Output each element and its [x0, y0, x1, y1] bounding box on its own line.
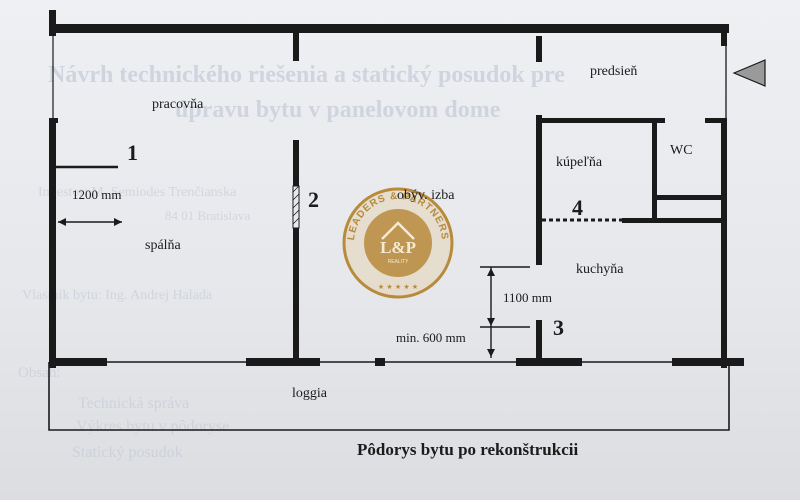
top-right-wall — [721, 24, 727, 46]
dim-1200-arrow-right — [114, 218, 122, 226]
marker-2: 2 — [308, 187, 319, 212]
background-line-2: 84 01 Bratislava — [165, 208, 251, 223]
loggia-outline — [48, 362, 730, 431]
arrowheads — [58, 218, 495, 357]
marker-3: 3 — [553, 315, 564, 340]
room-label-wc: WC — [670, 143, 693, 158]
dim-600-arrow-bottom — [487, 349, 495, 357]
dim-1100-arrow-top — [487, 268, 495, 276]
thin-lines — [48, 36, 744, 431]
logo-subtext: REALITY — [388, 259, 410, 265]
room-label-kuchyna: kuchyňa — [576, 262, 624, 277]
marker-4: 4 — [572, 195, 583, 220]
room-label-pracovna: pracovňa — [152, 97, 204, 112]
hatch-line — [292, 201, 300, 209]
hatch-line — [292, 193, 300, 201]
background-heading-1: Návrh technického riešenia a statický po… — [48, 62, 565, 88]
logo-house-icon — [381, 221, 415, 240]
predsien-wall-top — [536, 36, 542, 62]
wc-left-wall — [652, 118, 657, 222]
dim-1200-arrow-left — [58, 218, 66, 226]
background-line-4: Obsah: — [18, 365, 61, 381]
kitchen-wall-stub — [536, 320, 542, 360]
entrance-arrow-icon — [732, 59, 766, 87]
room-label-predsien: predsieň — [590, 64, 638, 79]
leaders-partners-logo: L&P REALITY ★ ★ ★ ★ ★ LEADERS & PARTNERS — [342, 187, 454, 299]
dimension-min-600: min. 600 mm — [396, 330, 466, 345]
background-line-3: Vlastník bytu: Ing. Andrej Halada — [22, 288, 213, 303]
left-wall-lower — [49, 118, 56, 368]
dimension-1200: 1200 mm — [72, 187, 122, 202]
top-wall — [49, 24, 729, 33]
logo-inner-disc — [364, 209, 432, 277]
room-label-spalna: spálňa — [145, 238, 181, 253]
partition-middle — [293, 140, 299, 358]
wc-top-wall — [705, 118, 725, 123]
logo-mark: L&P — [380, 238, 416, 257]
background-heading-2: úpravu bytu v panelovom dome — [175, 97, 501, 123]
room-label-loggia: loggia — [292, 386, 327, 401]
background-line-7: Statický posudok — [72, 444, 183, 461]
hatch-line — [292, 217, 300, 225]
logo-stars: ★ ★ ★ ★ ★ — [378, 283, 418, 291]
bathroom-bottom-wall — [622, 218, 725, 223]
left-divider-top — [52, 118, 58, 123]
right-wall — [721, 118, 727, 368]
hatch-line — [292, 185, 300, 193]
marker-1: 1 — [127, 140, 138, 165]
partition-top-stub — [293, 33, 299, 61]
bathroom-top-wall-right — [590, 118, 665, 123]
plan-title: Pôdorys bytu po rekonštrukcii — [357, 440, 579, 459]
dim-1100-arrow-bottom — [487, 318, 495, 326]
background-line-5: Technická správa — [78, 395, 190, 412]
left-wall-upper — [49, 10, 56, 36]
hatched-partition — [292, 185, 300, 229]
room-label-obyv-izba: obýv. izba — [397, 188, 455, 203]
bathroom-top-wall — [536, 118, 591, 123]
hatch-line — [292, 209, 300, 217]
hatched-partition-frame — [292, 185, 300, 229]
background-line-1: Investor: M. Semiodes Trenčianska — [38, 185, 237, 200]
dimension-1100: 1100 mm — [503, 290, 552, 305]
wc-bottom-wall — [657, 195, 723, 200]
room-label-kupelna: kúpeľňa — [556, 155, 603, 170]
bathroom-left-wall — [536, 115, 542, 265]
